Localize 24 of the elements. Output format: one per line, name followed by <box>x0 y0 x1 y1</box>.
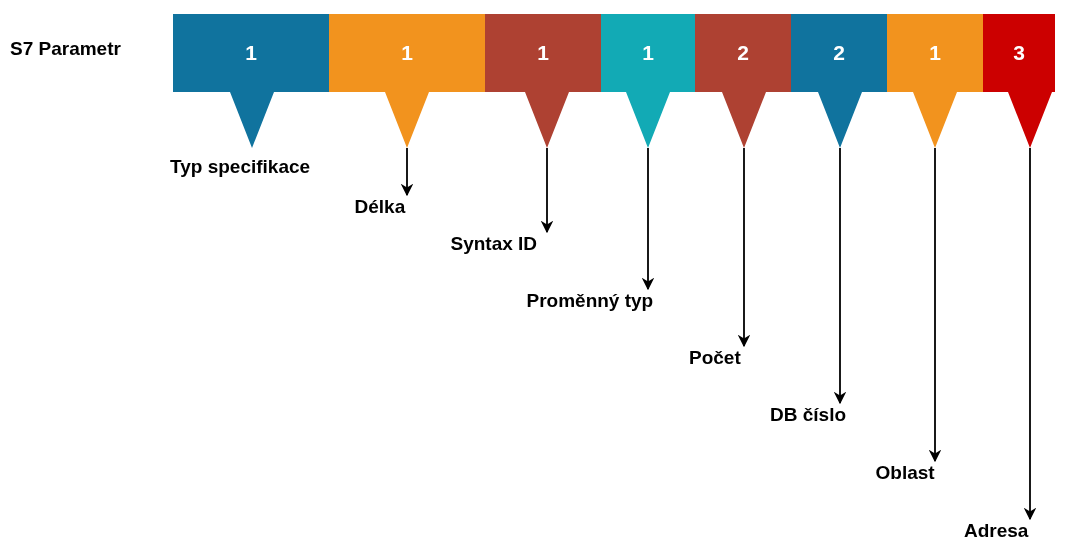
arrow <box>540 147 554 234</box>
arrow <box>641 147 655 291</box>
arrow <box>833 147 847 405</box>
field-segment: 1 <box>485 14 601 148</box>
arrow <box>737 147 751 348</box>
field-label: Délka <box>354 196 406 218</box>
field-segment: 1 <box>173 14 329 148</box>
field-segment: 1 <box>887 14 983 148</box>
field-label: Adresa <box>964 520 1029 538</box>
row-title: S7 Parametr <box>10 38 121 60</box>
field-segment: 2 <box>791 14 887 148</box>
field-segment: 2 <box>695 14 791 148</box>
field-segment: 1 <box>329 14 485 148</box>
arrow <box>928 147 942 463</box>
field-label: Oblast <box>875 462 935 484</box>
field-segment: 3 <box>983 14 1055 148</box>
field-segment: 1 <box>601 14 695 148</box>
arrow <box>1023 147 1037 521</box>
field-label: Proměnný typ <box>526 290 654 312</box>
field-label: Typ specifikace <box>170 156 311 178</box>
field-label: Počet <box>689 347 741 369</box>
arrow <box>400 147 414 197</box>
field-label: DB číslo <box>770 404 847 426</box>
field-label: Syntax ID <box>450 233 538 255</box>
